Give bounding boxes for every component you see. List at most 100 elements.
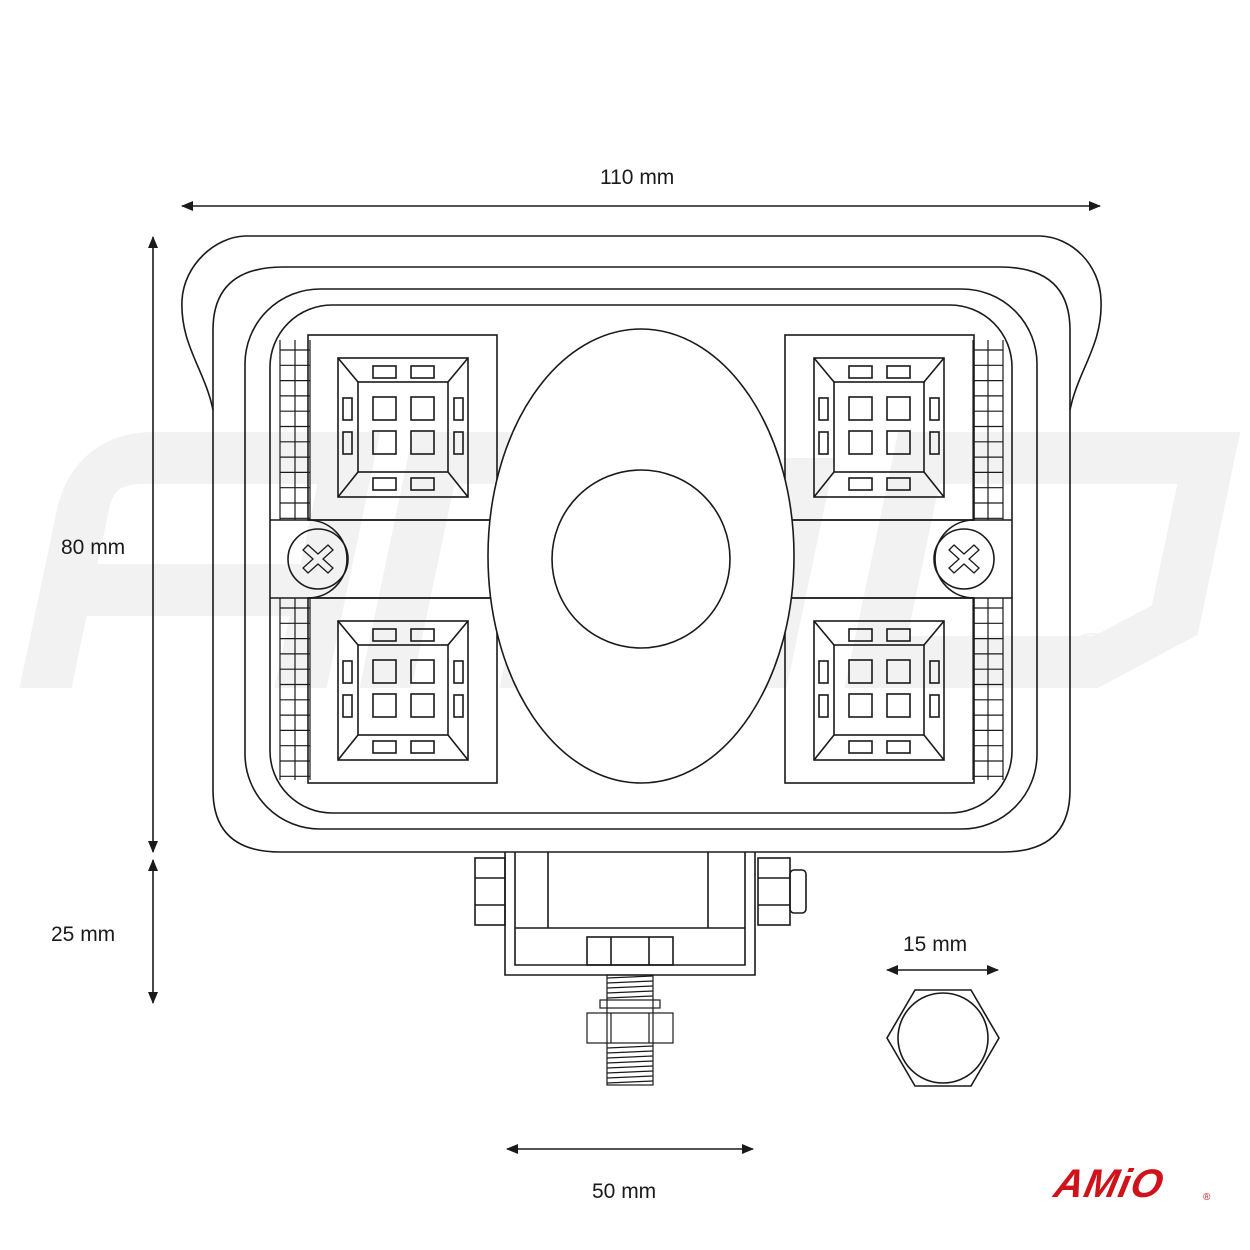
led-pad [848, 365, 873, 379]
thread-line [606, 1060, 654, 1064]
thread-line [606, 1050, 654, 1054]
side-nut-left [474, 857, 506, 926]
thread-line [606, 1080, 654, 1084]
thread-line [606, 1065, 654, 1069]
led-die [848, 396, 873, 421]
led-pad [342, 660, 353, 684]
led-die [372, 396, 397, 421]
led-pad [886, 365, 911, 379]
cross-icon [948, 544, 980, 574]
bracket-width-label: 50 mm [592, 1180, 657, 1203]
housing-body [212, 266, 1071, 853]
led-pad [372, 628, 397, 642]
led-pad [372, 477, 397, 491]
thread-line [606, 975, 654, 979]
led-chip-inner [833, 644, 925, 736]
led-die [848, 659, 873, 684]
center-lens [551, 469, 731, 649]
height-label: 80 mm [61, 536, 126, 559]
screw-left [287, 519, 349, 599]
nut-size-label: 15 mm [903, 933, 968, 956]
led-pad [848, 628, 873, 642]
led-die [410, 396, 435, 421]
led-pad [372, 365, 397, 379]
led-chip-outer [337, 357, 469, 498]
thread-line [606, 995, 654, 999]
screw-right [933, 519, 995, 599]
led-pad [886, 628, 911, 642]
hex-nut-icon [886, 989, 1000, 1087]
led-pad [410, 740, 435, 754]
thread-line [606, 1075, 654, 1079]
led-pad [342, 694, 353, 718]
led-chip-outer [337, 620, 469, 761]
led-pad [372, 740, 397, 754]
led-chip-outer [813, 620, 945, 761]
thread-line [606, 980, 654, 984]
bolt [586, 974, 674, 1086]
lens [269, 304, 1013, 814]
grid-strip [972, 598, 1004, 780]
led-modules [307, 334, 975, 784]
led-die [886, 659, 911, 684]
led-die [410, 659, 435, 684]
thread-line [606, 1070, 654, 1074]
mounting-bracket [474, 852, 807, 1086]
led-pad [929, 694, 940, 718]
grid-strip [972, 340, 1004, 520]
center-band [270, 519, 1012, 599]
led-pad [453, 397, 464, 421]
led-pad [886, 477, 911, 491]
led-pad [453, 660, 464, 684]
width-label: 110 mm [600, 166, 675, 189]
led-die [886, 693, 911, 718]
led-pad [818, 660, 829, 684]
led-pad [818, 431, 829, 455]
led-die [886, 396, 911, 421]
led-pad [929, 660, 940, 684]
led-pad [929, 431, 940, 455]
thread-line [606, 990, 654, 994]
led-pad [342, 431, 353, 455]
led-pad [848, 477, 873, 491]
bezel [244, 288, 1038, 830]
center-reflector [487, 328, 795, 784]
led-module [784, 334, 975, 521]
led-pad [410, 628, 435, 642]
led-die [410, 430, 435, 455]
led-die [886, 430, 911, 455]
led-chip-outer [813, 357, 945, 498]
led-chip-inner [357, 381, 449, 473]
thread-line [606, 1055, 654, 1059]
led-module [307, 597, 498, 784]
led-die [372, 693, 397, 718]
side-nut-right [757, 857, 791, 926]
led-pad [848, 740, 873, 754]
led-chip-inner [357, 644, 449, 736]
led-pad [818, 397, 829, 421]
logo-registered-mark: ® [1203, 1192, 1211, 1203]
bolt-nut [586, 1012, 674, 1044]
cooling-grid [279, 340, 1004, 780]
led-pad [410, 365, 435, 379]
amio-logo: AMiO [1050, 1162, 1169, 1206]
led-die [848, 693, 873, 718]
grid-strip [279, 598, 311, 780]
thread-line [606, 1045, 654, 1049]
led-die [372, 430, 397, 455]
led-pad [410, 477, 435, 491]
led-chip-inner [833, 381, 925, 473]
housing-outer [181, 235, 1102, 411]
grid-strip [279, 340, 311, 520]
bracket-height-label: 25 mm [51, 923, 116, 946]
led-pad [453, 431, 464, 455]
led-die [372, 659, 397, 684]
cross-icon [302, 544, 334, 574]
led-pad [818, 694, 829, 718]
led-die [410, 693, 435, 718]
led-die [848, 430, 873, 455]
led-pad [342, 397, 353, 421]
led-pad [929, 397, 940, 421]
